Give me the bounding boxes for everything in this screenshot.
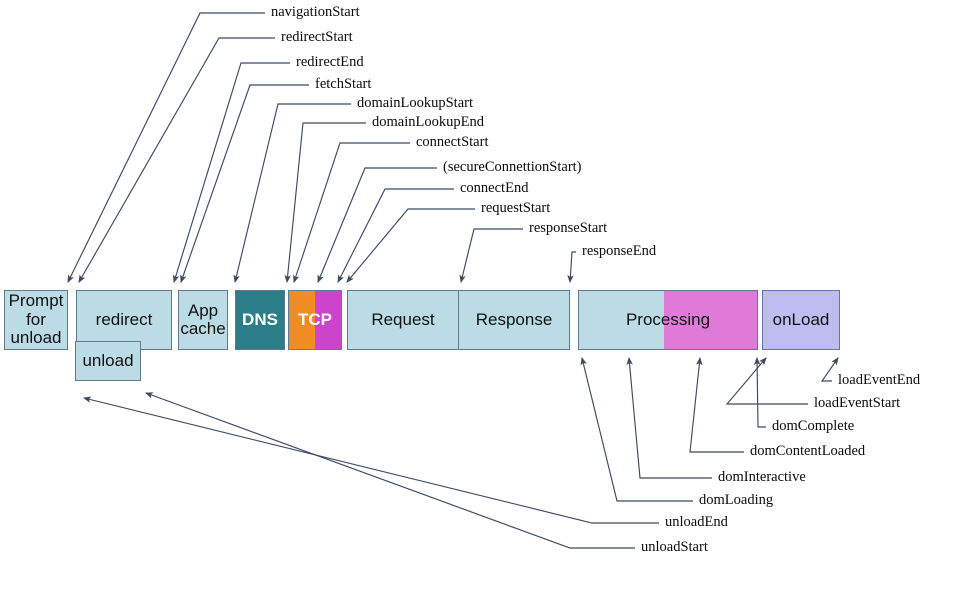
- timing-label-domContentLoaded: domContentLoaded: [750, 443, 866, 459]
- connector-domComplete: [753, 356, 766, 428]
- timing-label-requestStart: requestStart: [481, 200, 551, 216]
- processing-dom-segment: [664, 291, 757, 349]
- timing-label-fetchStart: fetchStart: [315, 76, 372, 92]
- connector-loadEventEnd: [820, 357, 839, 382]
- phase-label: Processing: [625, 309, 711, 329]
- timing-label-domLoading: domLoading: [699, 492, 774, 508]
- timing-label-domComplete: domComplete: [772, 418, 855, 434]
- connector-connectEnd: [337, 188, 454, 284]
- connector-fetchStart: [180, 84, 309, 284]
- timing-label-redirectEnd: redirectEnd: [296, 54, 364, 70]
- timing-label-redirectStart: redirectStart: [281, 29, 353, 45]
- connector-domLoading: [580, 356, 693, 502]
- connector-loadEventStart: [725, 357, 808, 405]
- phase-box-dns[interactable]: DNS: [235, 290, 285, 350]
- phase-box-request[interactable]: Request: [347, 290, 459, 350]
- timing-label-connectStart: connectStart: [416, 134, 489, 150]
- timing-label-connectEnd: connectEnd: [460, 180, 529, 196]
- connector-unloadStart: [144, 392, 635, 549]
- timing-label-responseEnd: responseEnd: [582, 243, 657, 259]
- timing-label-responseStart: responseStart: [529, 220, 608, 236]
- phase-label: DNS: [242, 309, 278, 329]
- phase-label: redirect: [95, 309, 153, 329]
- timing-label-loadEventStart: loadEventStart: [814, 395, 901, 411]
- timing-label-unloadStart: unloadStart: [641, 539, 708, 555]
- phase-box-processing[interactable]: Processing: [578, 290, 758, 350]
- timing-label-unloadEnd: unloadEnd: [665, 514, 728, 530]
- phase-label: unload: [82, 350, 134, 370]
- timing-label-domainLookupEnd: domainLookupEnd: [372, 114, 484, 130]
- phase-label: onLoad: [772, 309, 830, 329]
- connector-secureConnettionStart: [317, 167, 437, 284]
- timing-label-domainLookupStart: domainLookupStart: [357, 95, 473, 111]
- tcp-secure-segment: [315, 291, 341, 349]
- phase-box-unload[interactable]: unload: [75, 341, 141, 381]
- connector-responseEnd: [567, 251, 576, 284]
- timing-label-domInteractive: domInteractive: [718, 469, 806, 485]
- connector-domContentLoaded: [689, 356, 744, 453]
- phase-box-response[interactable]: Response: [458, 290, 570, 350]
- phase-box-onload[interactable]: onLoad: [762, 290, 840, 350]
- timing-label-secureConnettionStart: (secureConnettionStart): [443, 159, 582, 175]
- connector-unloadEnd: [82, 396, 659, 524]
- connector-requestStart: [346, 208, 475, 283]
- connector-connectStart: [293, 142, 410, 284]
- connector-redirectStart: [78, 37, 275, 283]
- connector-domainLookupStart: [233, 103, 351, 284]
- connector-responseStart: [459, 228, 523, 284]
- connector-redirectEnd: [172, 62, 290, 284]
- timing-label-loadEventEnd: loadEventEnd: [838, 372, 921, 388]
- connector-domInteractive: [626, 356, 712, 479]
- phase-label: Response: [475, 309, 553, 329]
- phase-label: TCP: [298, 309, 332, 329]
- phase-box-redirect[interactable]: redirect: [76, 290, 172, 350]
- phase-box-tcp[interactable]: TCP: [288, 290, 342, 350]
- connector-domainLookupEnd: [284, 122, 366, 284]
- phase-label: Request: [371, 309, 435, 329]
- timing-label-navigationStart: navigationStart: [271, 4, 360, 20]
- connector-navigationStart: [67, 12, 265, 284]
